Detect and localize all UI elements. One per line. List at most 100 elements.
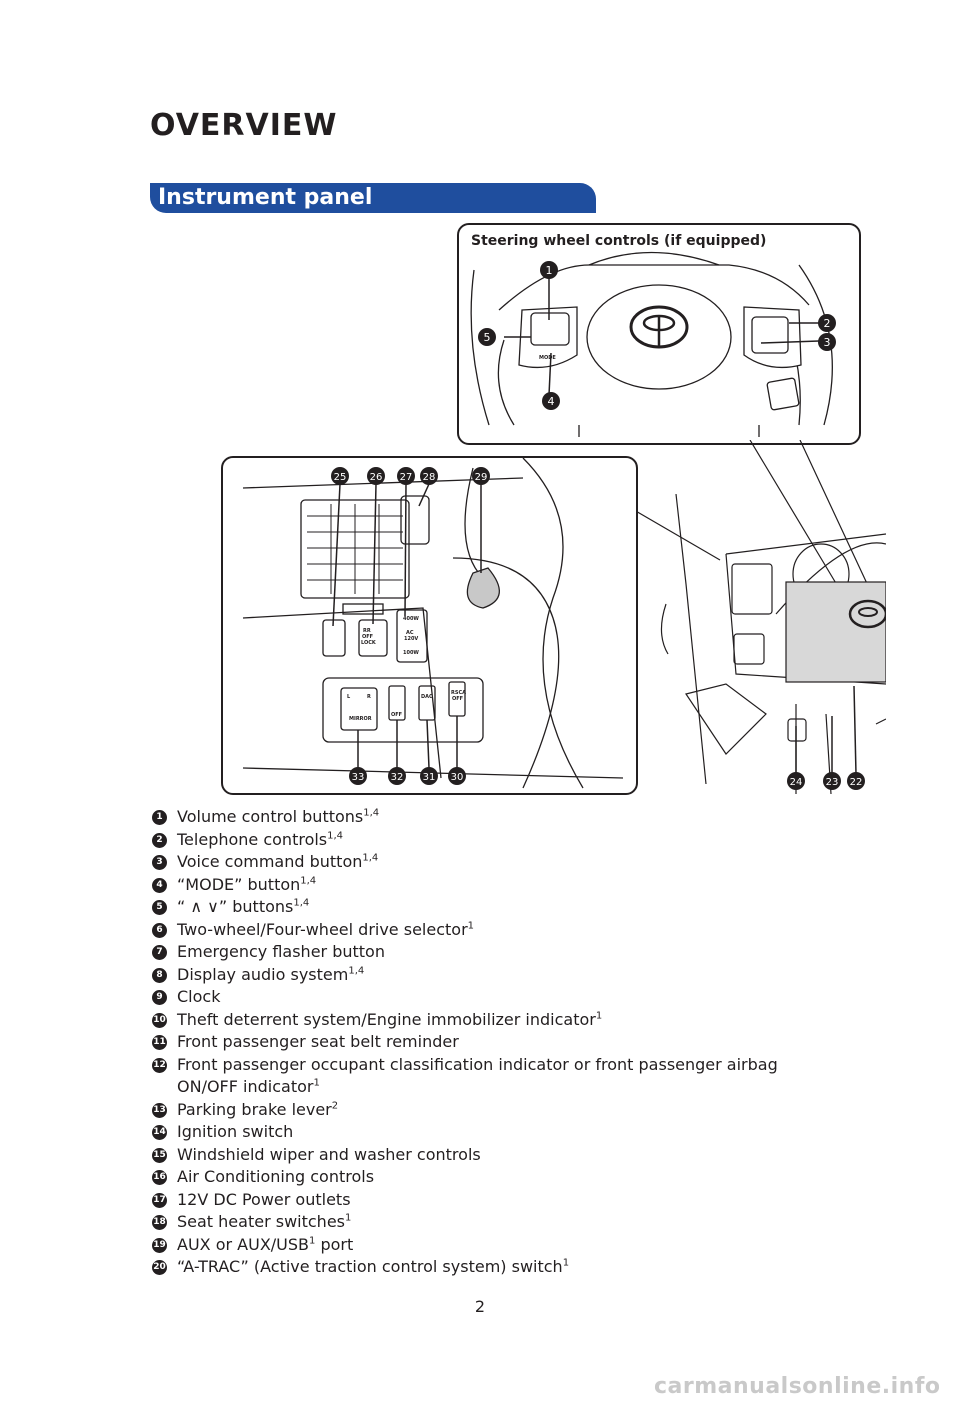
- svg-text:5: 5: [484, 331, 491, 344]
- legend-number-badge: 7: [152, 945, 167, 960]
- legend-text: AUX or AUX/USB: [177, 1234, 310, 1254]
- svg-text:31: 31: [423, 772, 436, 783]
- legend-text: Telephone controls: [177, 829, 328, 849]
- legend-item: 7 Emergency flasher button: [152, 941, 832, 964]
- legend-number-badge: 11: [152, 1035, 167, 1050]
- legend-item: 5 “ ∧ ∨” buttons1,4: [152, 896, 832, 919]
- legend-footnote-ref: 1: [313, 1077, 320, 1089]
- legend-text: ON/OFF indicator: [177, 1077, 314, 1096]
- cabin-drawing: 24 23 22: [660, 494, 886, 794]
- legend-text: Emergency flasher button: [177, 942, 385, 961]
- legend-number-badge: 16: [152, 1170, 167, 1185]
- svg-text:25: 25: [334, 472, 347, 483]
- legend-text: Front passenger occupant classification …: [177, 1054, 778, 1074]
- legend-text-suffix: port: [315, 1234, 354, 1254]
- legend-number-badge: 8: [152, 967, 167, 983]
- legend-footnote-ref: 1,4: [363, 807, 380, 819]
- svg-text:120V: 120V: [404, 636, 418, 642]
- svg-text:OFF: OFF: [362, 634, 373, 640]
- legend-item: 4“MODE” button1,4: [152, 874, 832, 897]
- svg-text:100W: 100W: [403, 650, 419, 656]
- legend-footnote-ref: 1: [467, 920, 475, 932]
- legend-text: Volume control buttons: [177, 807, 364, 826]
- cabin-markers: 24 23 22: [787, 772, 865, 790]
- steering-callout-title: Steering wheel controls (if equipped): [471, 233, 767, 249]
- legend-footnote-ref: 1: [309, 1235, 316, 1247]
- svg-text:OFF: OFF: [391, 712, 402, 718]
- legend-number-badge: 13: [152, 1102, 167, 1118]
- dashboard-switch-illustration: RR OFF LOCK 400W AC 120V 100W L R MIRROR…: [242, 458, 624, 789]
- svg-text:26: 26: [370, 472, 383, 483]
- legend-text: Clock: [177, 987, 221, 1006]
- legend-text: Ignition switch: [177, 1122, 294, 1141]
- svg-text:22: 22: [850, 777, 863, 788]
- legend-number-badge: 14: [152, 1125, 167, 1140]
- legend-number-badge: 18: [152, 1215, 167, 1230]
- svg-text:23: 23: [826, 777, 839, 788]
- legend-number-badge: 20: [152, 1260, 167, 1275]
- legend-text: 12V DC Power outlets: [177, 1189, 351, 1209]
- steering-wheel-illustration: MODE 1 2 3 4 5: [470, 251, 836, 437]
- legend-footnote-ref: 1,4: [348, 965, 365, 977]
- steering-markers: 1 2 3 4 5: [478, 261, 836, 410]
- legend-footnote-ref: 1,4: [327, 830, 344, 842]
- legend-number-badge: 3: [152, 855, 167, 870]
- svg-text:2: 2: [824, 317, 831, 330]
- legend-item: 20“A-TRAC” (Active traction control syst…: [152, 1256, 832, 1279]
- svg-text:29: 29: [475, 472, 488, 483]
- legend-number-badge: 5: [152, 900, 167, 915]
- legend-footnote-ref: 1,4: [362, 852, 379, 864]
- legend-footnote-ref: 1,4: [300, 875, 317, 887]
- svg-text:RSCA: RSCA: [451, 690, 466, 696]
- svg-text:AC: AC: [406, 630, 414, 636]
- legend-item: 18 Seat heater switches1: [152, 1211, 832, 1234]
- svg-text:33: 33: [352, 772, 365, 783]
- legend-text: “MODE” button: [177, 874, 301, 894]
- watermark: carmanualsonline.info: [654, 1374, 941, 1399]
- legend-number-badge: 15: [152, 1147, 167, 1163]
- svg-text:RR: RR: [363, 628, 371, 634]
- legend-item: 8 Display audio system1,4: [152, 964, 832, 987]
- svg-text:LOCK: LOCK: [361, 640, 377, 646]
- legend-number-badge: 6: [152, 922, 167, 938]
- legend-footnote-ref: 1,4: [293, 897, 310, 909]
- legend-number-badge: 17: [152, 1192, 167, 1208]
- legend-item: 19 AUX or AUX/USB1 port: [152, 1234, 832, 1257]
- dashboard-markers: 25 26 27 28 29 33 32 31 30: [331, 467, 490, 785]
- svg-text:3: 3: [824, 336, 831, 349]
- legend-number-badge: 9: [152, 990, 167, 1005]
- legend-footnote-ref: 1: [345, 1212, 352, 1224]
- legend-number-badge: 19: [152, 1237, 167, 1253]
- cabin-illustration: 24 23 22: [646, 494, 886, 794]
- svg-text:OFF: OFF: [452, 696, 463, 702]
- legend-text: Front passenger seat belt reminder: [177, 1032, 459, 1051]
- legend-item: 17 12V DC Power outlets: [152, 1189, 832, 1212]
- mode-label: MODE: [539, 355, 556, 361]
- dashboard-switch-callout: RR OFF LOCK 400W AC 120V 100W L R MIRROR…: [221, 456, 638, 795]
- legend-item: 3 Voice command button1,4: [152, 851, 832, 874]
- svg-text:MIRROR: MIRROR: [349, 716, 372, 722]
- svg-text:27: 27: [400, 472, 413, 483]
- svg-text:L: L: [347, 694, 351, 700]
- legend-text: Display audio system: [177, 964, 349, 984]
- section-banner: Instrument panel: [150, 183, 596, 213]
- legend-item: 9 Clock: [152, 986, 832, 1009]
- svg-text:30: 30: [451, 772, 464, 783]
- legend-text: Seat heater switches: [177, 1212, 345, 1231]
- legend-item: 11 Front passenger seat belt reminder: [152, 1031, 832, 1054]
- section-title: Instrument panel: [158, 185, 373, 210]
- legend-text: “ ∧ ∨” buttons: [177, 897, 294, 916]
- legend-item: 14 Ignition switch: [152, 1121, 832, 1144]
- svg-text:400W: 400W: [403, 616, 419, 622]
- legend-text: Voice command button: [177, 852, 363, 871]
- svg-text:24: 24: [790, 777, 803, 788]
- svg-text:32: 32: [391, 772, 404, 783]
